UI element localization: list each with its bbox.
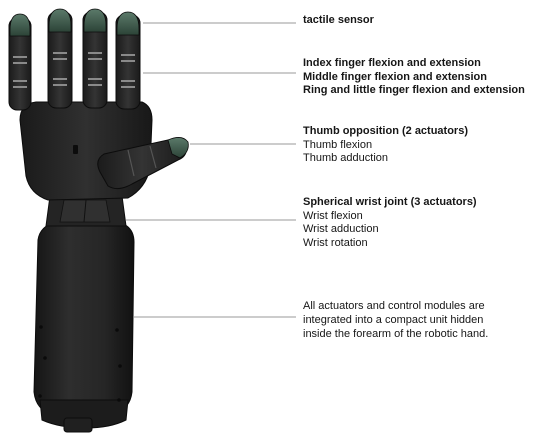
- thumb-joint: [149, 145, 157, 169]
- callout-tactile-sensor: tactile sensor: [303, 14, 543, 28]
- thumb-tip: [167, 137, 189, 159]
- forearm-screw: [118, 364, 122, 368]
- callout-wrist-joint: Spherical wrist joint (3 actuators) Wris…: [303, 196, 543, 250]
- callout-line: Wrist adduction: [303, 223, 379, 235]
- forearm: [33, 221, 135, 415]
- little-finger: [8, 13, 32, 111]
- forearm-connector: [63, 417, 93, 433]
- forearm-screw: [38, 394, 42, 398]
- callout-heading: Spherical wrist joint (3 actuators): [303, 196, 477, 208]
- callout-line: inside the forearm of the robotic hand.: [303, 328, 489, 340]
- callout-line: Wrist flexion: [303, 209, 363, 222]
- index-finger: [115, 11, 141, 110]
- callout-line: Ring and little finger flexion and exten…: [303, 84, 525, 96]
- ring-finger: [47, 8, 73, 109]
- callout-line: Middle finger flexion and extension: [303, 70, 487, 83]
- forearm-screw: [115, 328, 119, 332]
- callout-line: Thumb adduction: [303, 152, 388, 164]
- callout-line: Index finger flexion and extension: [303, 57, 481, 69]
- thumb-joint: [127, 149, 135, 177]
- wrist-joint-seam: [83, 199, 87, 223]
- callout-heading: Thumb opposition (2 actuators): [303, 125, 468, 137]
- forearm-screw: [43, 356, 47, 360]
- forearm-screw: [39, 325, 43, 329]
- forearm-screw: [117, 398, 121, 402]
- callout-line: All actuators and control modules are: [303, 300, 485, 312]
- callout-forearm-unit: All actuators and control modules are in…: [303, 299, 533, 341]
- middle-finger: [82, 8, 108, 109]
- palm-port: [73, 145, 78, 154]
- callout-line: Wrist rotation: [303, 236, 368, 249]
- callout-finger-actuators: Index finger flexion and extension Middl…: [303, 57, 543, 98]
- callout-heading: tactile sensor: [303, 14, 374, 26]
- callout-thumb-opposition: Thumb opposition (2 actuators) Thumb fle…: [303, 125, 543, 166]
- callout-line: Thumb flexion: [303, 138, 373, 151]
- callout-line: integrated into a compact unit hidden: [303, 314, 484, 326]
